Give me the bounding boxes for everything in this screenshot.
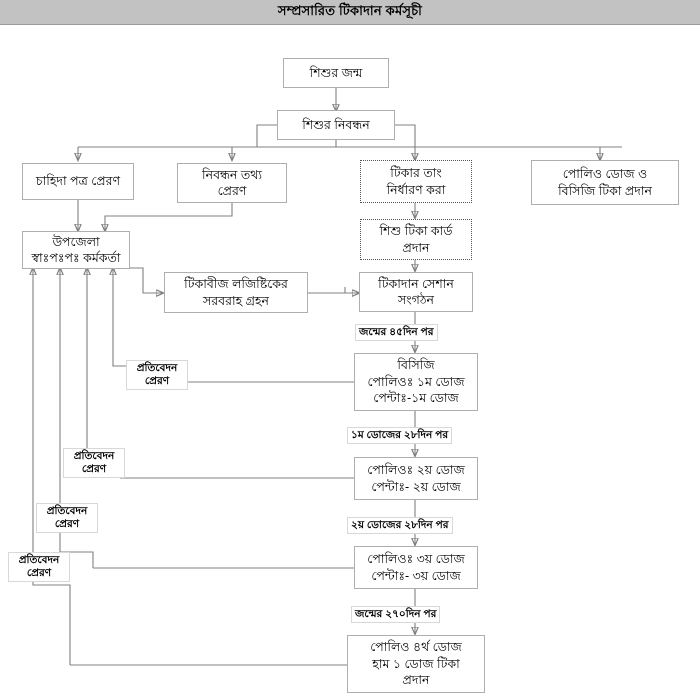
node-dose-4-line-2: হাম ১ ডোজ টিকা: [372, 656, 460, 671]
node-registration-info: নিবন্ধন তথ্য প্রেরণ: [177, 163, 287, 203]
node-registration-info-line-2: প্রেরণ: [217, 184, 247, 198]
page-title: সম্প্রসারিত টিকাদান কর্মসূচী: [277, 2, 423, 18]
node-registration: শিশুর নিবন্ধন: [277, 110, 395, 140]
node-child-vaccine-card: শিশু টিকা কার্ড প্রদান: [360, 219, 472, 260]
node-registration-info-line-1: নিবন্ধন তথ্য: [202, 167, 262, 182]
node-session-line-1: টিকাদান সেশান: [378, 276, 454, 291]
edge-label-report-4: প্রতিবেদন প্রেরণ: [8, 552, 70, 583]
node-registration-line-1: শিশুর নিবন্ধন: [302, 117, 370, 132]
node-session-line-2: সংগঠন: [398, 293, 434, 307]
edge-label-after-dose1-28: ১ম ডোজের ২৮দিন পর: [347, 427, 453, 445]
node-polio-bcg-dose: পোলিও ডোজ ও বিসিজি টিকা প্রদান: [531, 160, 679, 205]
edge-label-report-1-line-2: প্রেরণ: [144, 375, 170, 388]
node-dose-1-line-2: পোলিওঃ ১ম ডোজ: [367, 374, 465, 389]
edge-label-report-3-line-1: প্রতিবেদন: [46, 505, 88, 517]
node-fix-date-line-2: নির্ধারণ করা: [386, 182, 446, 197]
node-dose-2: পোলিওঃ ২য় ডোজ পেন্টাঃ- ২য় ডোজ: [354, 457, 478, 500]
node-fix-vaccination-date: টিকার তাং নির্ধারণ করা: [360, 160, 472, 203]
node-demand-letter-line-1: চাহিদা পত্র প্রেরণ: [35, 174, 121, 189]
node-logistics-line-1: টিকাবীজ লজিষ্টিকের: [184, 277, 288, 291]
node-dose-4-line-3: প্রদান: [402, 673, 430, 688]
edge-label-report-1: প্রতিবেদন প্রেরণ: [126, 360, 188, 391]
node-logistics-line-2: সরবরাহ গ্রহন: [202, 293, 270, 308]
node-upazila-officer: উপজেলা স্বাঃপঃপঃ কর্মকর্তা: [22, 231, 130, 269]
node-dose-1-line-3: পেন্টাঃ-১ম ডোজ: [373, 391, 459, 406]
node-vaccine-card-line-2: প্রদান: [402, 240, 430, 255]
edge-label-report-2: প্রতিবেদন প্রেরণ: [63, 448, 125, 479]
node-dose-2-line-2: পেন্টাঃ- ২য় ডোজ: [371, 479, 461, 494]
title-bar: সম্প্রসারিত টিকাদান কর্মসূচী: [0, 0, 700, 25]
edge-label-report-2-line-1: প্রতিবেদন: [73, 450, 115, 462]
node-demand-letter: চাহিদা পত্র প্রেরণ: [22, 163, 134, 200]
node-fix-date-line-1: টিকার তাং: [390, 166, 442, 180]
node-birth: শিশুর জন্ম: [283, 58, 389, 88]
node-dose-4-line-1: পোলিও ৪র্থ ডোজ: [370, 640, 462, 655]
edge-label-report-2-line-2: প্রেরণ: [81, 463, 107, 476]
node-upazila-line-2: স্বাঃপঃপঃ কর্মকর্তা: [31, 251, 121, 265]
edge-label-report-3: প্রতিবেদন প্রেরণ: [36, 503, 98, 534]
node-birth-line-1: শিশুর জন্ম: [309, 65, 363, 80]
edge-label-after-birth-45: জন্মের ৪৫দিন পর: [355, 324, 438, 342]
node-dose-1: বিসিজি পোলিওঃ ১ম ডোজ পেন্টাঃ-১ম ডোজ: [354, 353, 478, 411]
node-dose-3-line-2: পেন্টাঃ- ৩য় ডোজ: [371, 568, 461, 583]
edge-label-report-4-line-2: প্রেরণ: [26, 567, 52, 580]
node-dose-3-line-1: পোলিওঃ ৩য় ডোজ: [367, 552, 465, 566]
node-dose-4: পোলিও ৪র্থ ডোজ হাম ১ ডোজ টিকা প্রদান: [347, 635, 485, 693]
node-polio-bcg-line-1: পোলিও ডোজ ও: [562, 167, 648, 181]
node-dose-1-line-1: বিসিজি: [397, 358, 435, 373]
node-vaccination-session: টিকাদান সেশান সংগঠন: [359, 272, 473, 312]
edge-label-report-4-line-1: প্রতিবেদন: [18, 554, 60, 566]
edge-label-report-1-line-1: প্রতিবেদন: [136, 362, 178, 374]
node-upazila-line-1: উপজেলা: [52, 234, 100, 249]
node-vaccine-logistics-supply: টিকাবীজ লজিষ্টিকের সরবরাহ গ্রহন: [164, 272, 308, 313]
node-vaccine-card-line-1: শিশু টিকা কার্ড: [379, 224, 453, 238]
node-dose-2-line-1: পোলিওঃ ২য় ডোজ: [367, 463, 465, 477]
edge-label-after-birth-270: জন্মের ২৭০দিন পর: [351, 606, 441, 624]
node-polio-bcg-line-2: বিসিজি টিকা প্রদান: [558, 183, 652, 198]
edge-label-report-3-line-2: প্রেরণ: [54, 518, 80, 531]
edge-label-after-dose2-28: ২য় ডোজের ২৮দিন পর: [347, 517, 453, 535]
node-dose-3: পোলিওঃ ৩য় ডোজ পেন্টাঃ- ৩য় ডোজ: [354, 546, 478, 589]
